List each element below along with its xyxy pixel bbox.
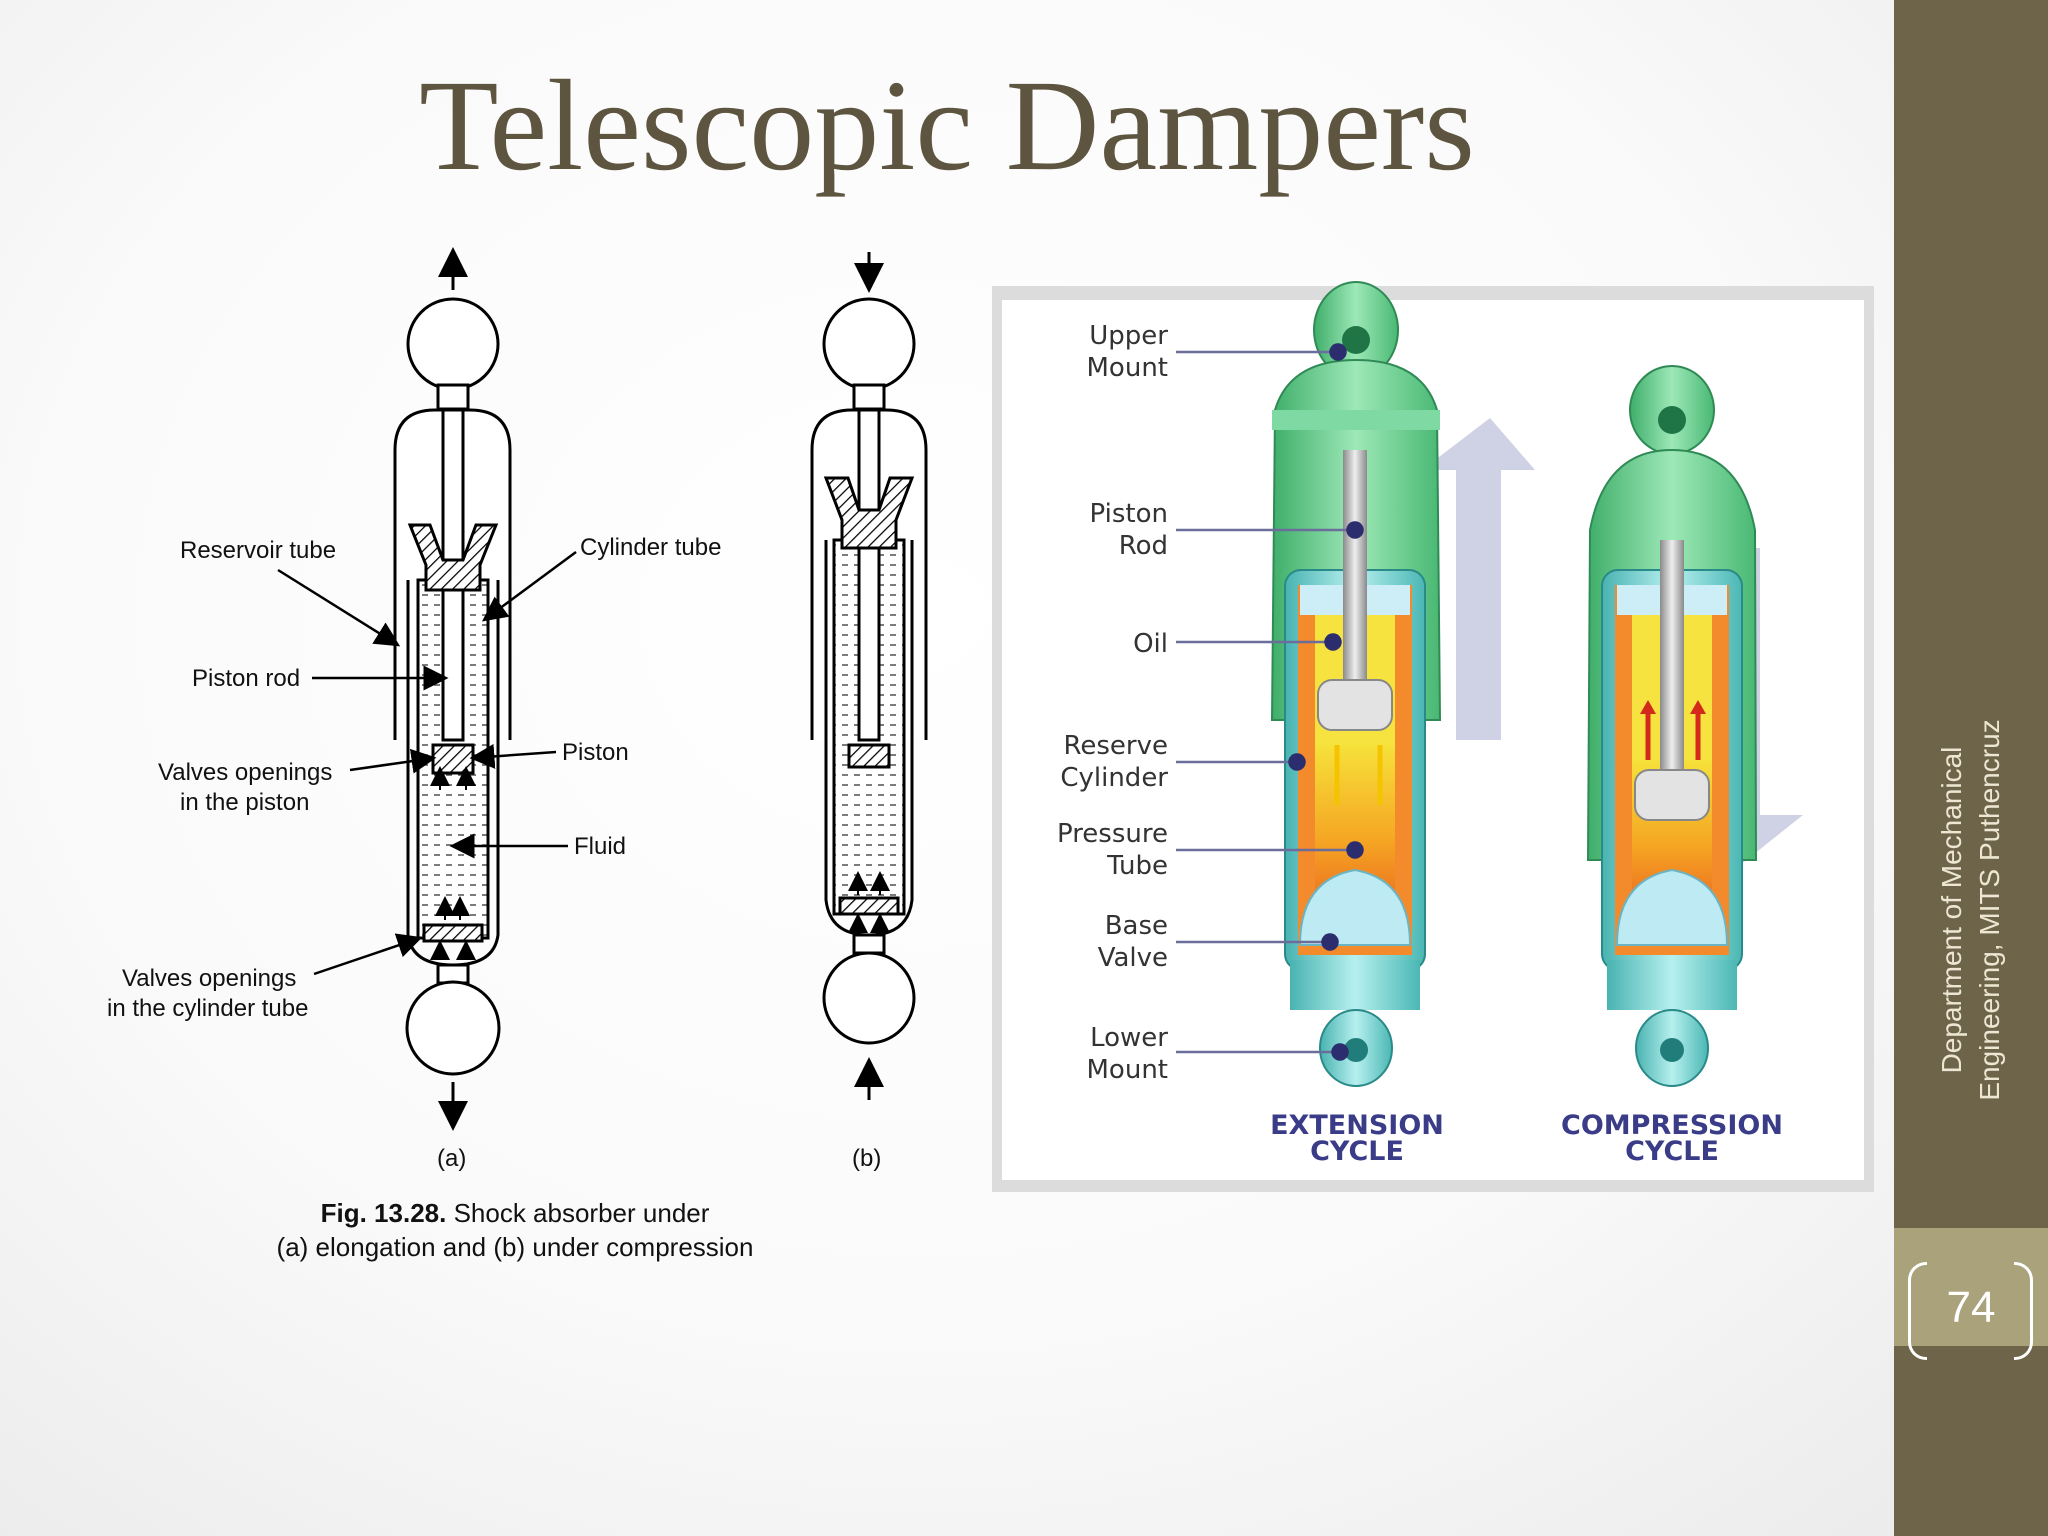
shock-absorber-line-diagram: Reservoir tube Cylinder tube Piston rod …	[107, 247, 928, 1172]
label-base-valve-2: Valve	[1098, 943, 1168, 973]
caption-bold: Fig. 13.28.	[320, 1198, 447, 1228]
label-lower-mount-1: Lower	[1090, 1023, 1168, 1053]
compression-cycle-label-2: CYCLE	[1625, 1136, 1719, 1167]
compression-damper	[1586, 365, 1758, 1087]
extension-cycle-label-1: EXTENSION	[1270, 1110, 1444, 1141]
shock-absorber-cutaway-diagram: Upper Mount Piston Rod Oil Reserve Cylin…	[992, 281, 1874, 1192]
label-oil: Oil	[1133, 629, 1168, 659]
label-cylinder-tube: Cylinder tube	[580, 534, 721, 561]
label-sub-a: (a)	[437, 1145, 466, 1172]
label-valves-cylinder-2: in the cylinder tube	[107, 995, 308, 1022]
label-piston-rod-1: Piston	[1090, 499, 1168, 529]
label-reservoir-tube: Reservoir tube	[180, 537, 336, 564]
figure-caption: Fig. 13.28. Shock absorber under (a) elo…	[180, 1196, 850, 1264]
label-pressure-tube-1: Pressure	[1057, 819, 1168, 849]
label-fluid: Fluid	[574, 833, 626, 860]
up-arrow	[1422, 418, 1535, 740]
label-pressure-tube-2: Tube	[1106, 851, 1168, 881]
extension-cycle-label-2: CYCLE	[1310, 1136, 1404, 1167]
sidebar-line-2: Engineering, MITS Puthencruz	[1974, 719, 2005, 1101]
label-piston-rod: Piston rod	[192, 665, 300, 692]
label-valves-piston-1: Valves openings	[158, 759, 332, 786]
label-sub-b: (b)	[852, 1145, 881, 1172]
caption-line-2: (a) elongation and (b) under compression	[276, 1232, 754, 1262]
label-upper-mount-2: Mount	[1087, 353, 1169, 383]
slide-title: Telescopic Dampers	[419, 54, 1475, 198]
label-piston-rod-2: Rod	[1119, 531, 1168, 561]
label-piston: Piston	[562, 739, 629, 766]
extension-damper	[1270, 281, 1442, 1087]
label-upper-mount-1: Upper	[1089, 321, 1168, 351]
right-leader-lines	[1176, 343, 1364, 1061]
label-reserve-cylinder-1: Reserve	[1063, 731, 1168, 761]
sidebar-line-1: Department of Mechanical	[1936, 746, 1967, 1074]
caption-rest: Shock absorber under	[446, 1198, 710, 1228]
label-lower-mount-2: Mount	[1087, 1055, 1169, 1085]
label-reserve-cylinder-2: Cylinder	[1060, 763, 1168, 793]
leader-lines	[277, 550, 577, 976]
page-number-band	[1894, 1228, 2048, 1346]
label-valves-cylinder-1: Valves openings	[122, 965, 296, 992]
compression-cycle-label-1: COMPRESSION	[1561, 1110, 1783, 1141]
page-number: 74	[1946, 1283, 1996, 1332]
shock-absorber-b	[810, 252, 928, 1100]
label-base-valve-1: Base	[1105, 911, 1168, 941]
sidebar-footer-text: Department of Mechanical Engineering, MI…	[1933, 680, 2009, 1140]
label-valves-piston-2: in the piston	[180, 789, 309, 816]
